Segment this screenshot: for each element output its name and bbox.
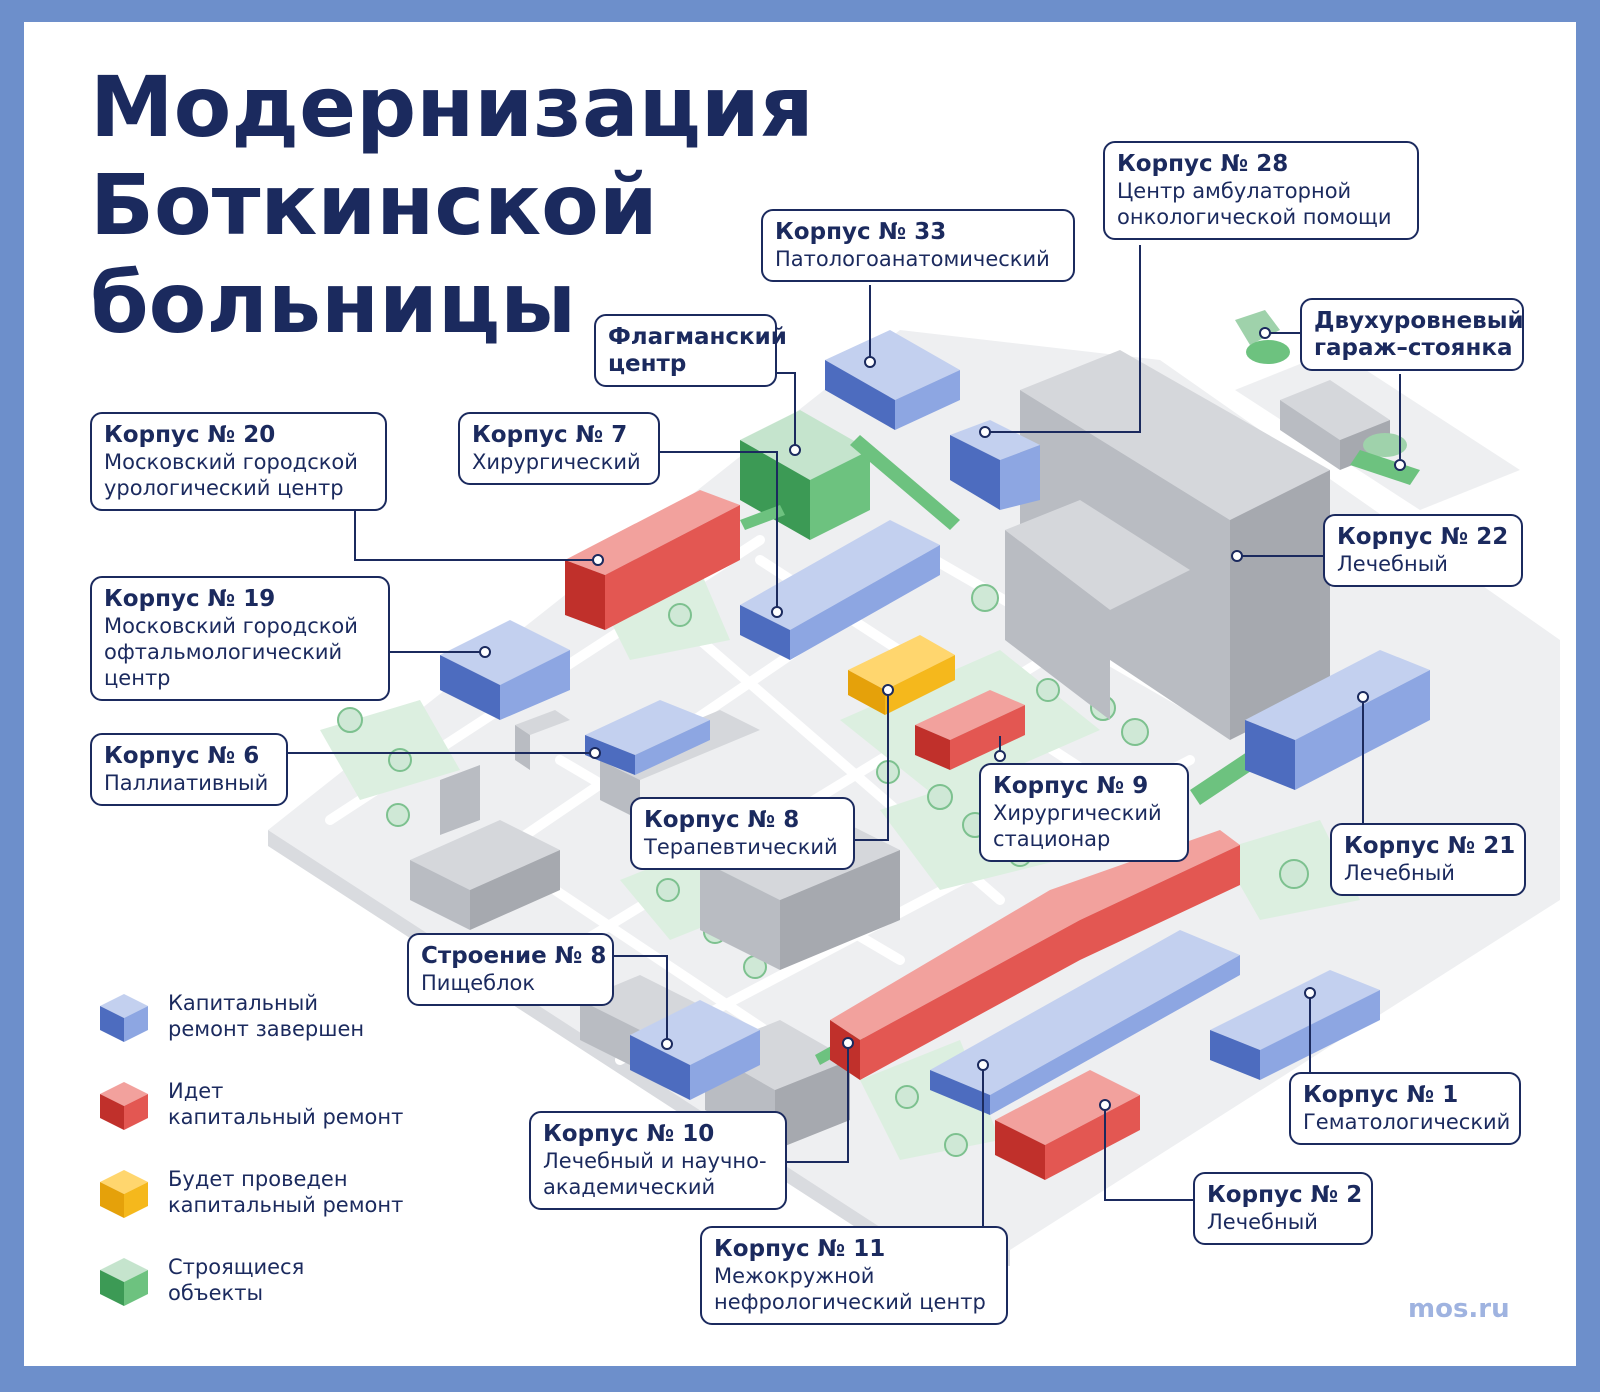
- callout-text: нефрологический центр: [714, 1290, 986, 1314]
- callout-title: Корпус № 9: [993, 773, 1149, 799]
- callout-title: Корпус № 6: [104, 743, 260, 769]
- callout-text: центр: [104, 666, 171, 690]
- callout-title: Корпус № 28: [1117, 151, 1289, 177]
- callout-text: гараж–стоянка: [1314, 335, 1513, 361]
- callout-text: Терапевтический: [644, 835, 838, 859]
- callout-s8: Строение № 8 Пищеблок: [407, 933, 614, 1006]
- callout-text: Московский городской: [104, 614, 358, 638]
- callout-k1: Корпус № 1 Гематологический: [1289, 1072, 1521, 1145]
- callout-text: Паллиативный: [104, 771, 269, 795]
- planned-buildings: [848, 635, 955, 715]
- callout-k33: Корпус № 33 Патологоанатомический: [761, 209, 1075, 282]
- legend-text: объекты: [168, 1281, 264, 1305]
- completed-buildings: [440, 330, 1430, 1115]
- legend-text: Будет проведен: [168, 1167, 348, 1191]
- legend-text: капитальный ремонт: [168, 1105, 404, 1129]
- in-progress-buildings: [565, 490, 1240, 1180]
- callout-k28: Корпус № 28 Центр амбулаторной онкологич…: [1103, 141, 1419, 240]
- callout-garage: Двухуровневый гараж–стоянка: [1300, 298, 1524, 371]
- callout-title: Корпус № 2: [1207, 1182, 1363, 1208]
- page-title: Модернизация Боткинской больницы: [90, 58, 814, 352]
- callout-k6: Корпус № 6 Паллиативный: [90, 733, 288, 806]
- callout-text: онкологической помощи: [1117, 205, 1392, 229]
- callout-title: Корпус № 8: [644, 807, 800, 833]
- callout-text: Пищеблок: [421, 971, 536, 995]
- callout-title: Флагманский: [608, 324, 787, 350]
- callout-title: Двухуровневый: [1314, 308, 1524, 334]
- legend-text: Капитальный: [168, 991, 319, 1015]
- legend-text: Идет: [168, 1079, 224, 1103]
- callout-text: центр: [608, 351, 687, 377]
- leader-dots: [479, 327, 1406, 1111]
- callout-text: стационар: [993, 827, 1111, 851]
- site-label: mos.ru: [1408, 1294, 1510, 1324]
- callout-title: Корпус № 21: [1344, 833, 1516, 859]
- callout-title: Строение № 8: [421, 943, 607, 969]
- callout-title: Корпус № 10: [543, 1121, 715, 1147]
- callout-k10: Корпус № 10 Лечебный и научно- академиче…: [529, 1111, 787, 1210]
- callout-k7: Корпус № 7 Хирургический: [458, 412, 660, 485]
- callout-text: Лечебный: [1344, 861, 1455, 885]
- callout-k19: Корпус № 19 Московский городской офтальм…: [90, 576, 390, 701]
- callout-k2: Корпус № 2 Лечебный: [1193, 1172, 1373, 1245]
- callout-text: Гематологический: [1303, 1110, 1511, 1134]
- legend-text: ремонт завершен: [168, 1017, 365, 1041]
- callout-text: академический: [543, 1175, 716, 1199]
- callout-k22: Корпус № 22 Лечебный: [1323, 514, 1523, 587]
- title-line: Модернизация: [90, 58, 814, 156]
- callout-text: Московский городской: [104, 450, 358, 474]
- callout-k9: Корпус № 9 Хирургический стационар: [979, 763, 1189, 862]
- callout-flagship: Флагманский центр: [594, 314, 787, 387]
- callout-text: Патологоанатомический: [775, 247, 1050, 271]
- red-building-icon: [100, 1082, 148, 1130]
- callout-text: Лечебный и научно-: [543, 1149, 767, 1173]
- callout-text: офтальмологический: [104, 640, 343, 664]
- callout-k20: Корпус № 20 Московский городской урологи…: [90, 412, 387, 511]
- callout-title: Корпус № 11: [714, 1236, 886, 1262]
- callout-text: Хирургический: [993, 801, 1162, 825]
- callout-text: урологический центр: [104, 476, 344, 500]
- callout-text: Межокружной: [714, 1264, 875, 1288]
- callout-title: Корпус № 19: [104, 586, 276, 612]
- callout-title: Корпус № 22: [1337, 524, 1509, 550]
- title-line: Боткинской: [90, 156, 658, 254]
- green-building-icon: [100, 1258, 148, 1306]
- callout-k21: Корпус № 21 Лечебный: [1330, 823, 1526, 896]
- callout-title: Корпус № 1: [1303, 1082, 1459, 1108]
- legend-text: Строящиеся: [168, 1255, 305, 1279]
- callout-text: Центр амбулаторной: [1117, 179, 1352, 203]
- title-line: больницы: [90, 254, 577, 352]
- callout-title: Корпус № 33: [775, 219, 947, 245]
- callout-text: Хирургический: [472, 450, 641, 474]
- callout-text: Лечебный: [1207, 1210, 1318, 1234]
- callout-title: Корпус № 20: [104, 422, 276, 448]
- callout-k8: Корпус № 8 Терапевтический: [630, 797, 855, 870]
- callout-k11: Корпус № 11 Межокружной нефрологический …: [700, 1226, 1008, 1325]
- callout-title: Корпус № 7: [472, 422, 628, 448]
- blue-building-icon: [100, 994, 148, 1042]
- yellow-building-icon: [100, 1170, 148, 1218]
- legend-text: капитальный ремонт: [168, 1193, 404, 1217]
- callout-text: Лечебный: [1337, 552, 1448, 576]
